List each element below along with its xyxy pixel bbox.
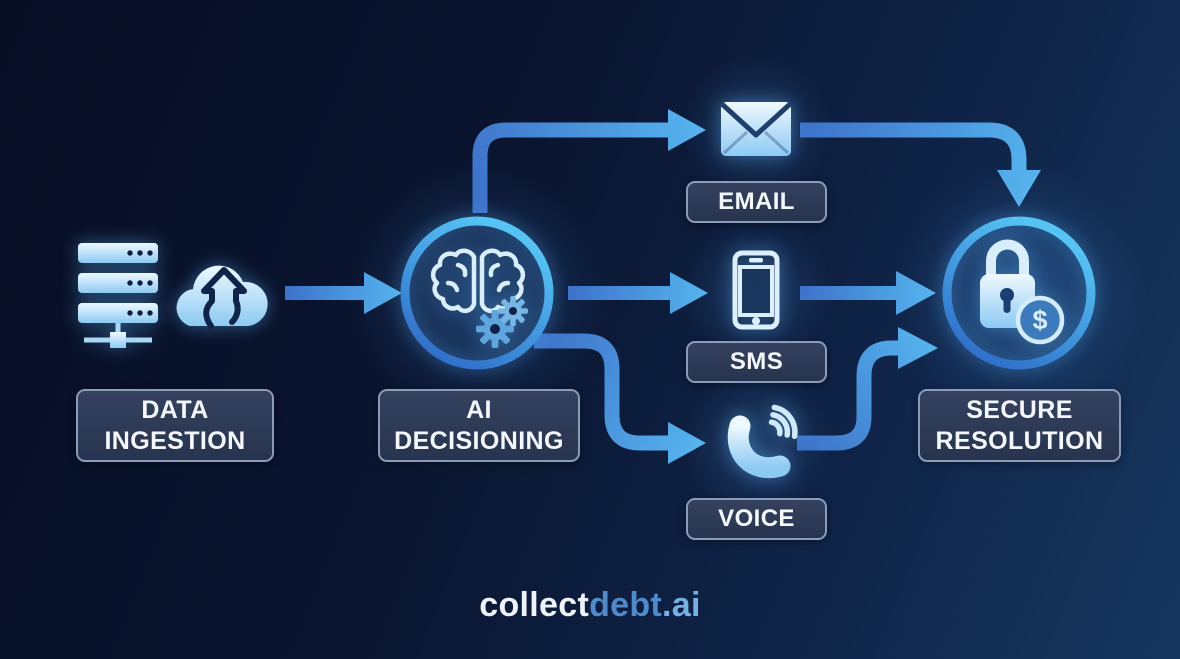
- label-line: RESOLUTION: [935, 426, 1104, 455]
- secure-resolution-node: $: [942, 216, 1096, 370]
- node-label-secure-resolution: SECURE RESOLUTION: [918, 389, 1121, 462]
- envelope-icon: [720, 102, 792, 156]
- node-label-data-ingestion: DATA INGESTION: [76, 389, 274, 462]
- edge-email-to-secure: [800, 122, 1041, 207]
- edge-sms-to-secure: [800, 271, 936, 315]
- logo-part-debt: debt: [589, 586, 663, 624]
- node-label-voice: VOICE: [686, 498, 827, 540]
- gear-icon-small: [498, 296, 528, 326]
- label-line: DATA: [141, 395, 209, 424]
- node-label-email: EMAIL: [686, 181, 827, 223]
- server-stack-icon: [78, 243, 158, 348]
- label-line: INGESTION: [104, 426, 246, 455]
- currency-symbol: $: [1032, 305, 1047, 335]
- smartphone-icon: [732, 250, 780, 330]
- node-label-sms: SMS: [686, 341, 827, 383]
- dollar-coin-icon: $: [1015, 295, 1065, 345]
- label-line: SMS: [729, 348, 784, 375]
- node-label-ai-decisioning: AI DECISIONING: [378, 389, 580, 462]
- label-line: SECURE: [966, 395, 1073, 424]
- sound-waves-icon: [768, 404, 798, 440]
- label-line: DECISIONING: [394, 426, 564, 455]
- logo-part-ai: .ai: [662, 586, 701, 624]
- edge-voice-to-secure: [797, 327, 938, 451]
- edge-ai-to-sms: [568, 272, 708, 314]
- brand-logo: collectdebt.ai: [0, 586, 1180, 625]
- ai-decisioning-node: [400, 216, 554, 370]
- logo-part-collect: collect: [479, 586, 590, 624]
- phone-handset-icon: [727, 404, 798, 479]
- cloud-upload-icon: [176, 265, 268, 329]
- edge-ai-to-voice: [534, 333, 706, 464]
- label-line: AI: [466, 395, 492, 424]
- edge-ai-to-email: [472, 109, 706, 213]
- label-line: EMAIL: [718, 188, 795, 215]
- label-line: VOICE: [718, 505, 795, 532]
- edge-ingestion-to-ai: [285, 272, 402, 314]
- brain-icon: [430, 248, 526, 314]
